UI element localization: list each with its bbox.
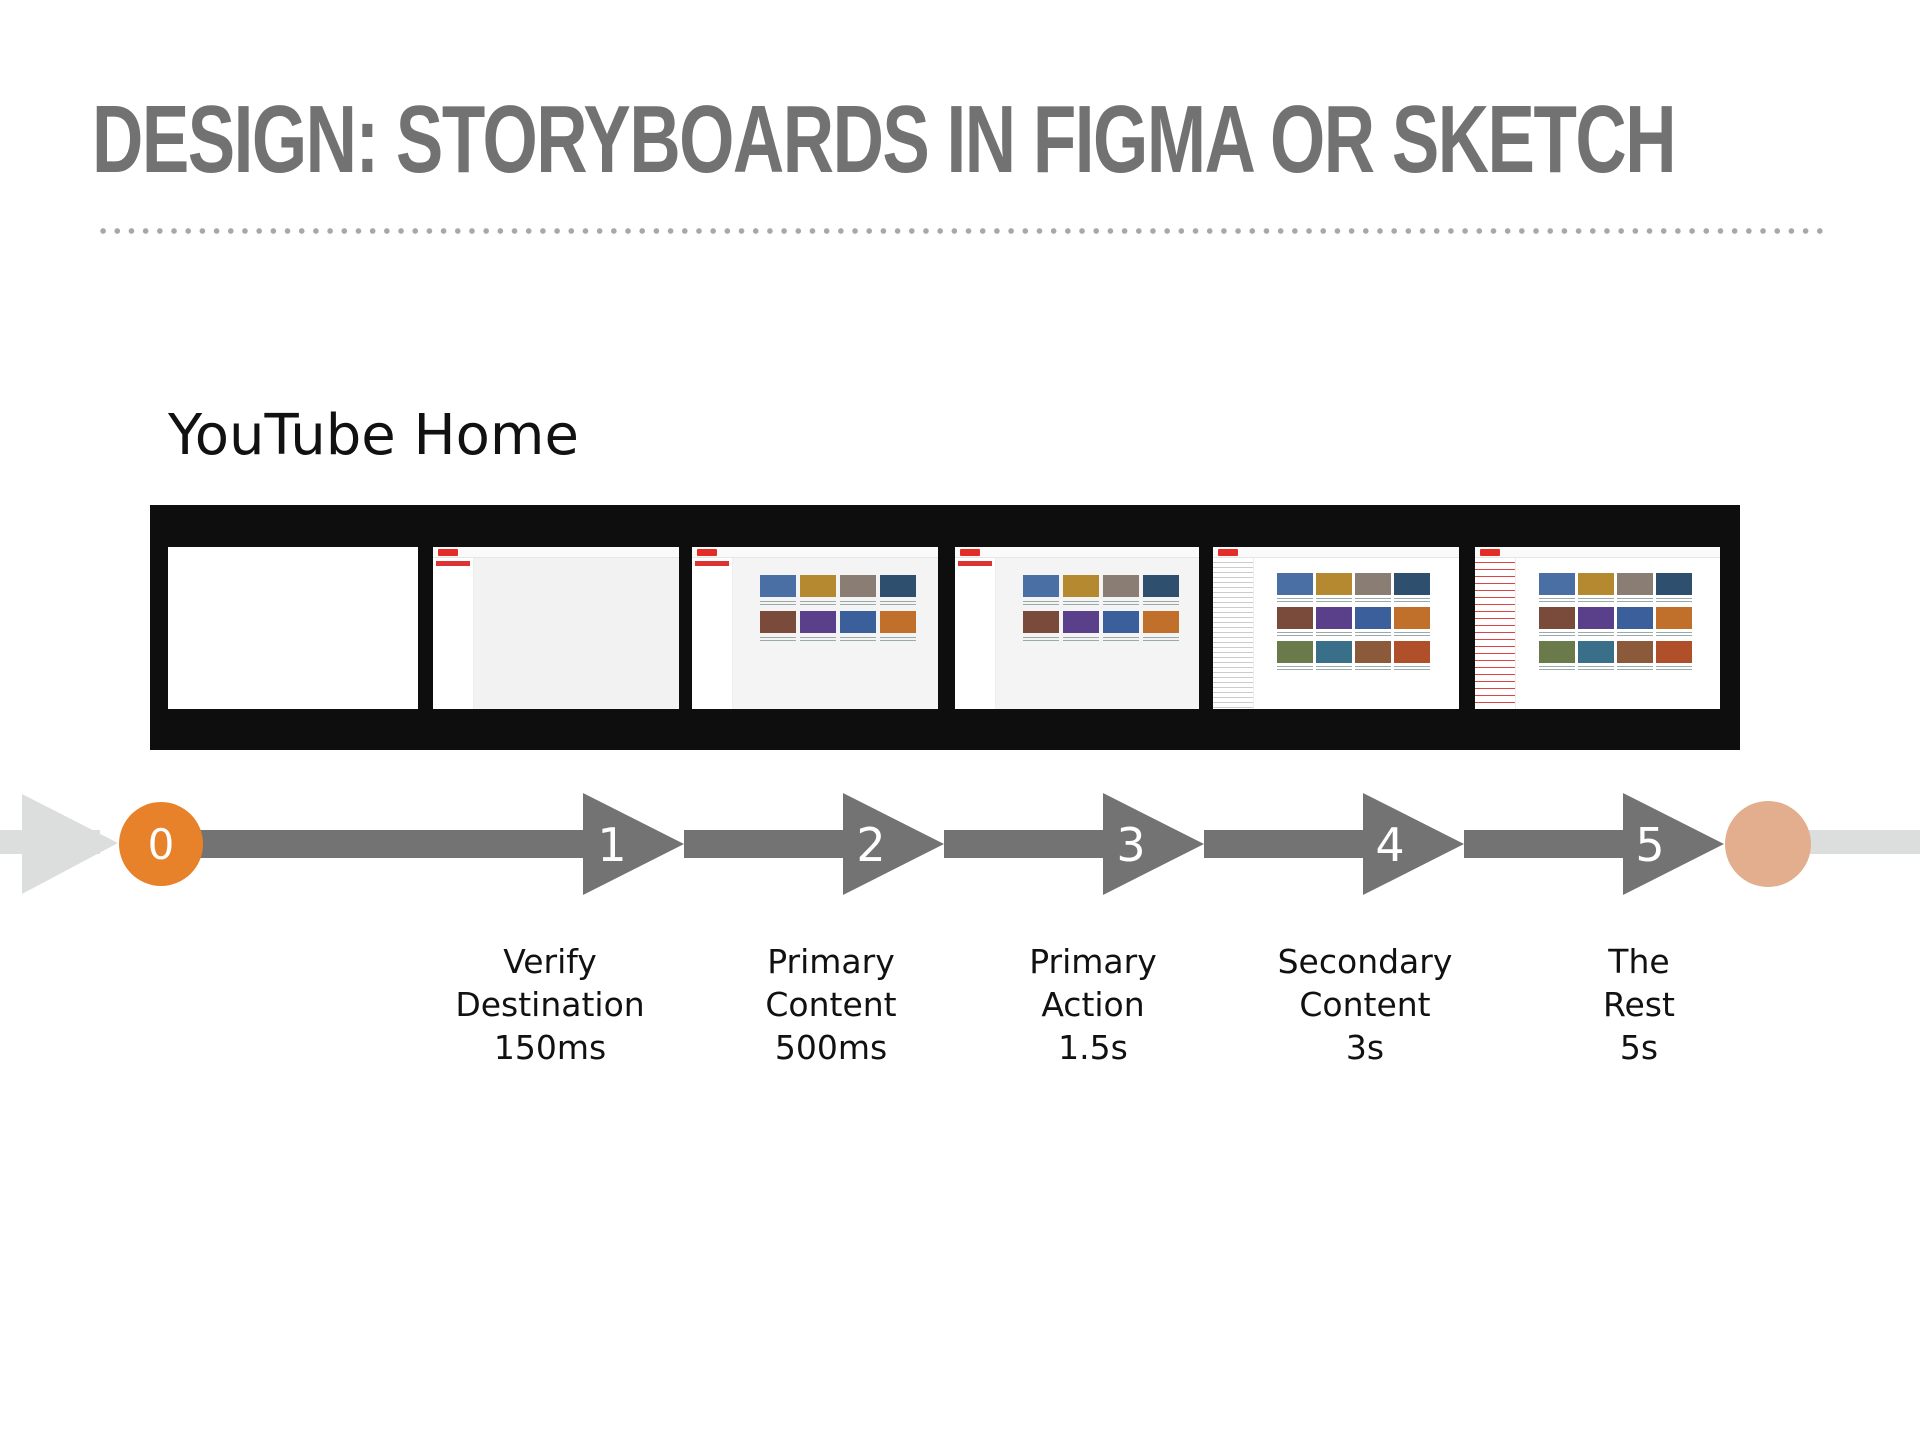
step-label-3: Primary Action 1.5s <box>973 940 1213 1069</box>
step-label-line: The <box>1608 942 1670 981</box>
timeline-arrow-5-icon <box>1623 793 1724 895</box>
youtube-logo-icon <box>697 549 717 556</box>
step-time: 150ms <box>493 1028 607 1067</box>
timeline-arrow-2-icon <box>843 793 944 895</box>
timeline-start-label: 0 <box>148 820 175 869</box>
step-label-line: Rest <box>1603 985 1675 1024</box>
timeline-arrow-1-icon <box>583 793 684 895</box>
step-label-line: Verify <box>503 942 597 981</box>
timeline-segment <box>1204 830 1368 858</box>
video-thumbnail-grid <box>1023 575 1179 643</box>
timeline-segment <box>190 830 586 858</box>
video-thumbnail-grid <box>1277 573 1430 672</box>
step-label-line: Action <box>1041 985 1145 1024</box>
youtube-logo-icon <box>438 549 458 556</box>
video-thumbnail-grid <box>1539 573 1692 672</box>
step-time: 500ms <box>774 1028 888 1067</box>
timeline-segment <box>684 830 848 858</box>
step-label-4: Secondary Content 3s <box>1245 940 1485 1069</box>
timeline-start-circle <box>119 802 203 886</box>
step-label-line: Content <box>765 985 897 1024</box>
timeline-step-number-5: 5 <box>1635 818 1664 872</box>
step-label-line: Primary <box>767 942 895 981</box>
step-label-line: Content <box>1299 985 1431 1024</box>
timeline-segment <box>944 830 1108 858</box>
dotted-divider <box>96 228 1830 234</box>
timeline-step-number-2: 2 <box>856 818 885 872</box>
youtube-logo-icon <box>1218 549 1238 556</box>
timeline-end-circle <box>1725 801 1811 887</box>
timeline-arrow-4-icon <box>1363 793 1464 895</box>
frame-sidebar <box>433 558 474 709</box>
storyboard-frame-blank <box>168 547 418 709</box>
timeline-lead-out-bar <box>1800 830 1920 854</box>
timeline-step-number-1: 1 <box>597 818 626 872</box>
storyboard-subtitle: YouTube Home <box>168 403 579 468</box>
storyboard-frame-primary-content <box>692 547 938 709</box>
storyboard-frame-secondary-content <box>1213 547 1459 709</box>
timeline-lead-in-arrow-icon <box>22 794 118 894</box>
storyboard-frame-shell <box>433 547 679 709</box>
timeline-step-number-4: 4 <box>1375 818 1404 872</box>
frame-topbar <box>433 547 679 558</box>
youtube-logo-icon <box>1480 549 1500 556</box>
timeline-segment <box>1464 830 1628 858</box>
storyboard-frame-primary-action <box>955 547 1199 709</box>
step-time: 3s <box>1345 1028 1385 1067</box>
step-label-5: The Rest 5s <box>1519 940 1759 1069</box>
step-label-line: Secondary <box>1277 942 1453 981</box>
timeline-step-number-3: 3 <box>1116 818 1145 872</box>
step-time: 1.5s <box>1058 1028 1128 1067</box>
storyboard-frame-full <box>1475 547 1720 709</box>
timeline-step-labels: Verify Destination 150ms Primary Content… <box>0 940 1920 1080</box>
timeline-arrow-3-icon <box>1103 793 1204 895</box>
page-title: DESIGN: STORYBOARDS IN FIGMA OR SKETCH <box>92 86 1677 193</box>
step-label-line: Primary <box>1029 942 1157 981</box>
storyboard-strip <box>150 505 1740 750</box>
frame-content-placeholder <box>474 558 679 709</box>
video-thumbnail-grid <box>760 575 916 643</box>
step-label-1: Verify Destination 150ms <box>430 940 670 1069</box>
youtube-logo-icon <box>960 549 980 556</box>
step-label-line: Destination <box>455 985 645 1024</box>
loading-timeline: 0 1 2 3 4 5 <box>0 793 1920 895</box>
step-label-2: Primary Content 500ms <box>711 940 951 1069</box>
step-time: 5s <box>1619 1028 1659 1067</box>
